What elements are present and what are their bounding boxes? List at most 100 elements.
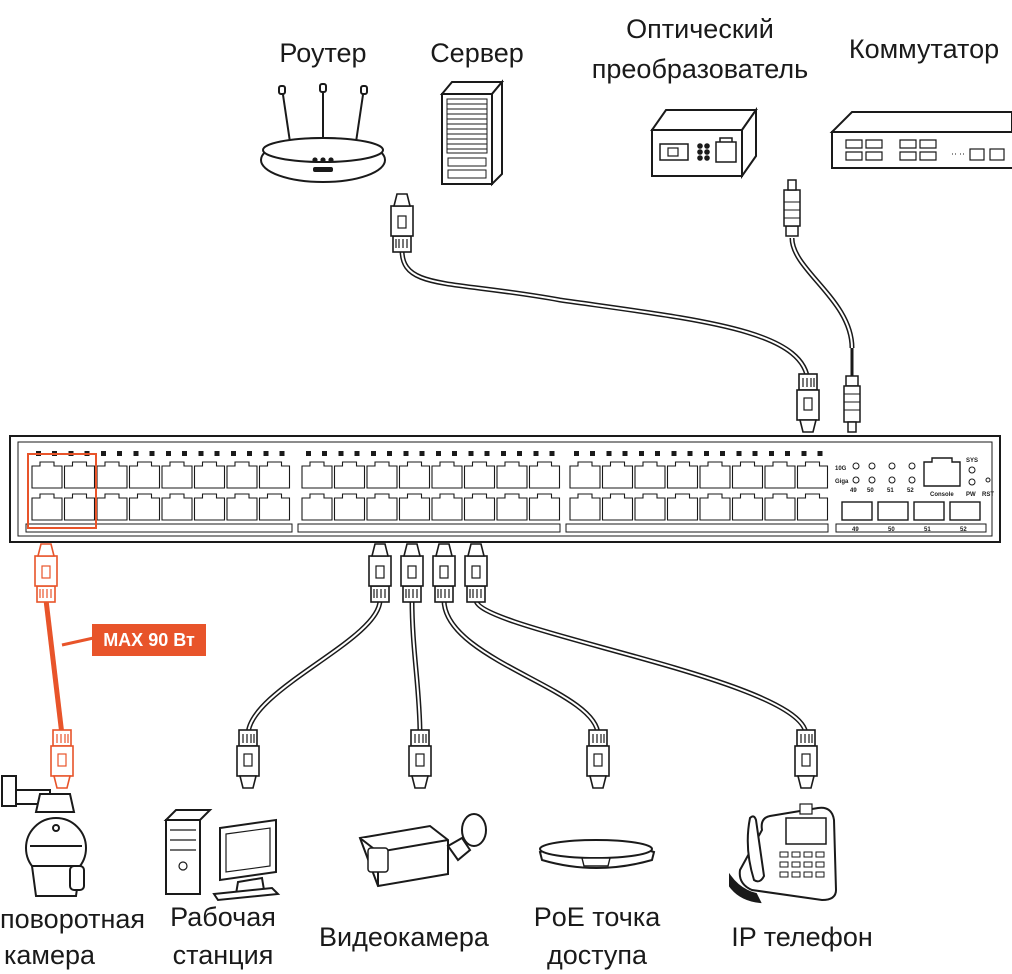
ethernet-port <box>634 461 666 489</box>
server-icon <box>439 79 505 187</box>
ethernet-port <box>569 461 601 489</box>
cable-poe-orange <box>43 599 99 736</box>
workstation-label-line1: Рабочая <box>170 902 276 932</box>
ethernet-port <box>96 493 128 521</box>
main-switch: 10G Giga Console SYS PW RST 49 50 51 52 … <box>9 435 1001 543</box>
ptz-camera-label-line1: поворотная <box>0 904 146 934</box>
rj45-connector-ptz <box>50 729 74 789</box>
ethernet-port <box>301 461 333 489</box>
ethernet-port <box>731 461 764 489</box>
ethernet-port <box>128 461 161 489</box>
ethernet-port <box>258 461 291 489</box>
ethernet-port <box>601 461 634 489</box>
led-10g-label: 10G <box>835 466 847 472</box>
ethernet-port <box>193 461 226 489</box>
port-led <box>247 451 252 456</box>
ethernet-port <box>764 461 796 489</box>
ethernet-port <box>63 461 96 489</box>
port-led <box>263 451 269 456</box>
ethernet-port <box>463 461 496 489</box>
port-led <box>517 451 522 456</box>
ethernet-port <box>569 493 601 521</box>
sys-label: SYS <box>966 458 978 464</box>
server-label: Сервер <box>430 38 524 68</box>
port-led <box>133 451 139 456</box>
ethernet-port <box>128 493 161 521</box>
led-giga-label: Giga <box>835 479 849 485</box>
port-led <box>117 451 122 456</box>
fiber-connector-switch <box>843 348 861 433</box>
port-led <box>166 451 171 456</box>
converter-label-line2: преобразователь <box>591 54 809 84</box>
ethernet-port <box>333 493 366 521</box>
ethernet-port <box>258 493 291 521</box>
ethernet-port <box>764 493 796 521</box>
workstation-icon <box>163 809 281 902</box>
ptz-camera-icon <box>1 775 87 897</box>
ethernet-port <box>634 493 666 521</box>
ethernet-port <box>333 461 366 489</box>
port-led <box>371 451 376 456</box>
port-led <box>574 451 579 456</box>
port-led <box>354 451 360 456</box>
cables-bottom <box>245 598 809 736</box>
led-label-50: 50 <box>867 488 874 494</box>
rj45-connectors-switch-bottom <box>368 543 488 603</box>
switch-label: Коммутатор <box>848 34 1000 64</box>
port-led <box>182 451 187 456</box>
port-led <box>533 451 539 456</box>
port-led <box>387 451 392 456</box>
ethernet-port <box>699 493 731 521</box>
port-led <box>769 451 774 456</box>
ethernet-port <box>193 493 226 521</box>
port-led <box>720 451 725 456</box>
ethernet-port <box>796 493 829 521</box>
port-led <box>436 451 441 456</box>
ethernet-port <box>666 493 699 521</box>
port-led <box>403 451 409 456</box>
ethernet-port <box>226 461 258 489</box>
led-label-49: 49 <box>850 488 857 494</box>
ethernet-port <box>666 461 699 489</box>
port-led <box>306 451 311 456</box>
ethernet-port <box>96 461 128 489</box>
ethernet-port <box>528 493 561 521</box>
ethernet-port <box>161 461 193 489</box>
access-point-icon <box>538 839 656 869</box>
port-led <box>468 451 474 456</box>
ethernet-port <box>398 493 431 521</box>
sfp-label-51: 51 <box>924 527 931 533</box>
sfp-label-49: 49 <box>852 527 859 533</box>
rj45-connectors-devices <box>236 729 818 789</box>
ethernet-port <box>431 461 463 489</box>
port-led <box>214 451 220 456</box>
port-led <box>639 451 644 456</box>
router-label: Роутер <box>279 38 367 68</box>
console-label: Console <box>930 492 954 498</box>
ethernet-port <box>796 461 829 489</box>
ethernet-port <box>63 493 96 521</box>
cable-server-to-switch <box>399 249 811 385</box>
port-led <box>549 451 555 456</box>
ethernet-port <box>601 493 634 521</box>
ethernet-port <box>496 461 528 489</box>
port-led <box>501 451 506 456</box>
converter-label-line1: Оптический <box>626 14 774 44</box>
ethernet-port <box>161 493 193 521</box>
port-led <box>279 451 285 456</box>
video-camera-icon <box>358 813 487 888</box>
port-led <box>752 451 758 456</box>
poe-power-badge: MAX 90 Вт <box>92 624 206 656</box>
port-led <box>590 451 595 456</box>
ethernet-port <box>31 493 63 521</box>
fiber-connector-top <box>783 179 801 237</box>
rj45-connector-server <box>390 193 414 253</box>
port-led <box>785 451 790 456</box>
ethernet-port <box>366 493 398 521</box>
port-led <box>736 451 742 456</box>
port-led <box>419 451 425 456</box>
video-camera-label: Видеокамера <box>319 922 489 952</box>
port-led <box>801 451 807 456</box>
port-led <box>149 451 155 456</box>
ethernet-port <box>699 461 731 489</box>
